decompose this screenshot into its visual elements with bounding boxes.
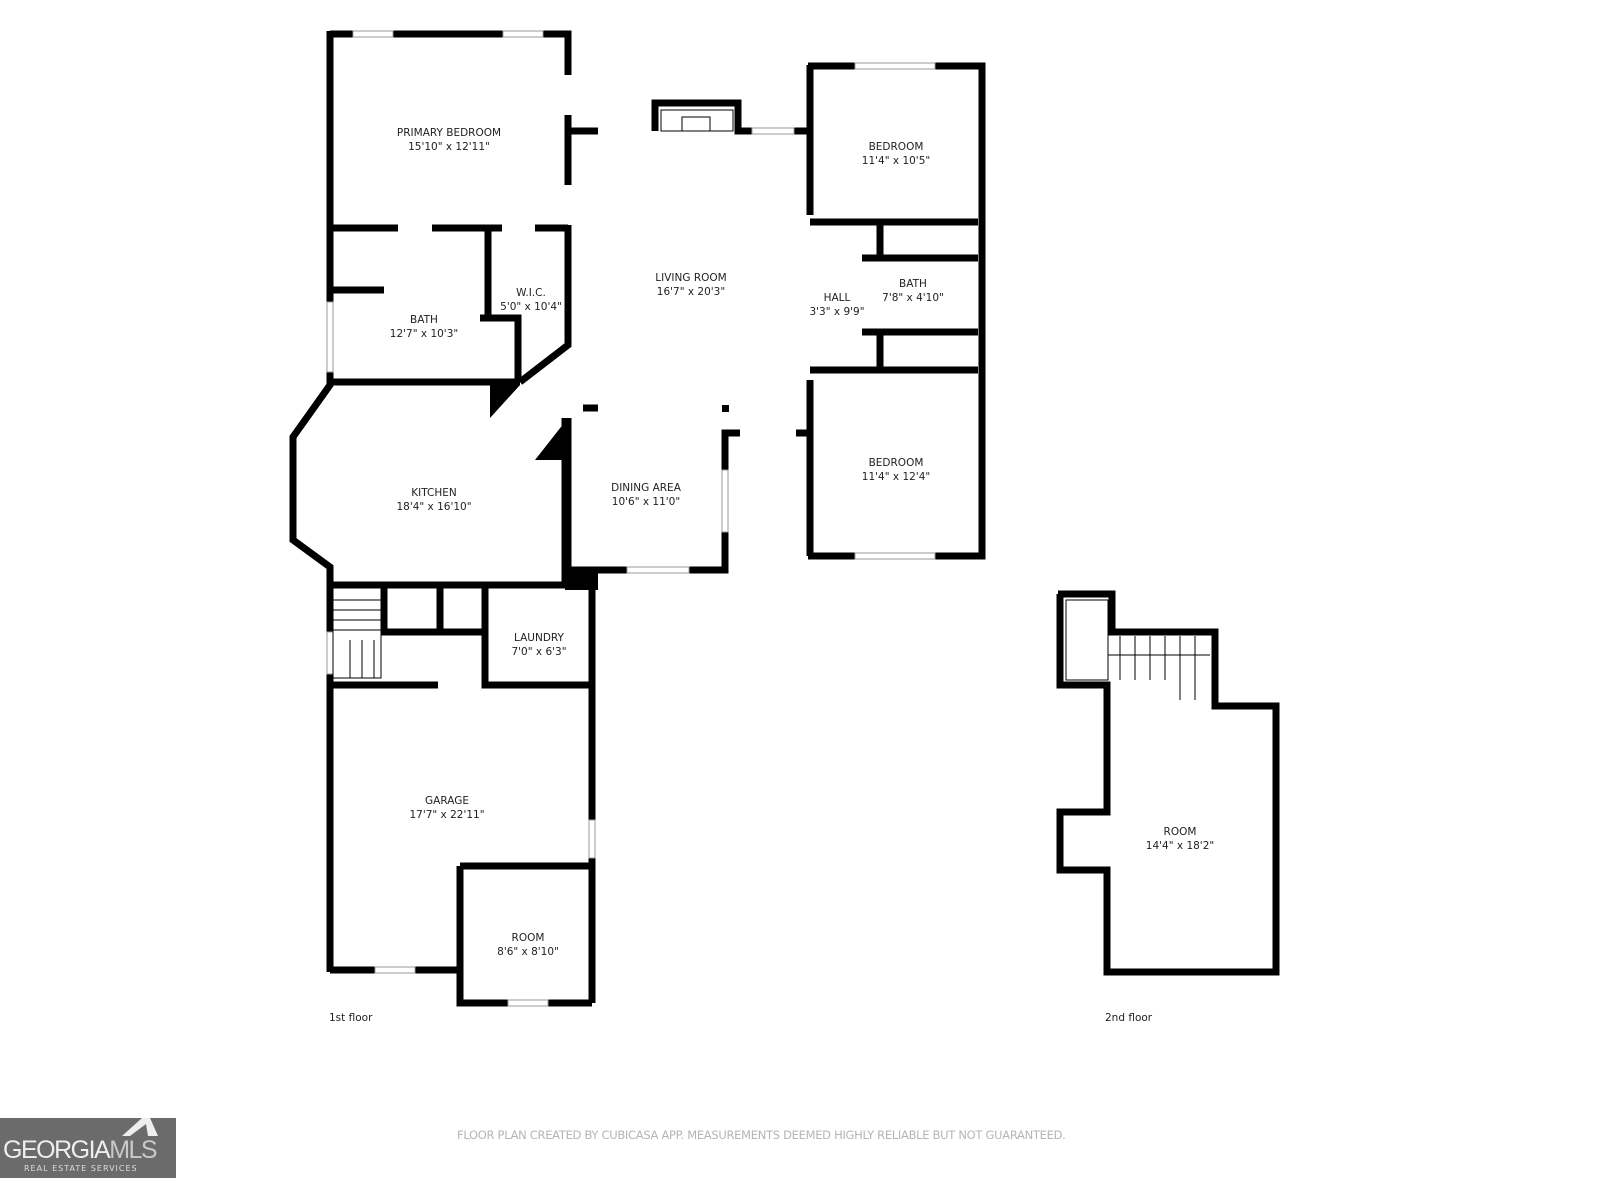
logo-text-mls: MLS bbox=[109, 1136, 157, 1164]
floor-label-second: 2nd floor bbox=[1105, 1012, 1153, 1024]
room-name: PRIMARY BEDROOM bbox=[396, 127, 502, 139]
room-primary-bath: BATH 12'7" x 10'3" bbox=[390, 313, 458, 341]
west-wall bbox=[289, 31, 334, 972]
windows bbox=[326, 30, 1064, 1007]
room-size: 18'4" x 16'10" bbox=[396, 501, 472, 513]
roof-icon bbox=[122, 1118, 158, 1136]
room-name: BEDROOM bbox=[868, 457, 924, 469]
room-name: DINING AREA bbox=[611, 482, 681, 494]
walls-second-floor bbox=[1056, 590, 1280, 976]
room-name: KITCHEN bbox=[411, 487, 457, 499]
room-name: GARAGE bbox=[425, 795, 469, 807]
room-size: 11'4" x 10'5" bbox=[861, 155, 931, 167]
room-bedroom-1: BEDROOM 11'4" x 10'5" bbox=[862, 140, 930, 168]
room-hall: HALL 3'3" x 9'9" bbox=[809, 291, 864, 319]
room-size: 7'8" x 4'10" bbox=[882, 292, 944, 304]
room-room-2: ROOM 14'4" x 18'2" bbox=[1146, 825, 1214, 853]
room-kitchen: KITCHEN 18'4" x 16'10" bbox=[396, 486, 471, 514]
room-name: LAUNDRY bbox=[514, 632, 564, 644]
logo-subtitle: REAL ESTATE SERVICES bbox=[24, 1164, 138, 1173]
room-size: 16'7" x 20'3" bbox=[656, 286, 726, 298]
room-name: BATH bbox=[410, 314, 438, 326]
room-size: 11'4" x 12'4" bbox=[861, 471, 931, 483]
room-laundry: LAUNDRY 7'0" x 6'3" bbox=[511, 631, 566, 659]
north-wall bbox=[330, 30, 572, 75]
room-name: HALL bbox=[823, 292, 851, 304]
georgia-mls-logo: GEORGIAMLS REAL ESTATE SERVICES bbox=[0, 1118, 176, 1178]
stairs-first-floor bbox=[332, 599, 382, 679]
walls-first-floor bbox=[289, 30, 986, 1007]
room-size: 7'0" x 6'3" bbox=[511, 646, 567, 658]
room-name: W.I.C. bbox=[516, 287, 546, 299]
room-size: 10'6" x 11'0" bbox=[611, 496, 681, 508]
room-size: 3'3" x 9'9" bbox=[809, 306, 865, 318]
wall-fills bbox=[490, 385, 729, 590]
fireplace-hatch bbox=[660, 109, 734, 132]
logo-text-georgia: GEORGIA bbox=[3, 1136, 111, 1164]
room-size: 8'6" x 8'10" bbox=[497, 946, 559, 958]
room-size: 15'10" x 12'11" bbox=[408, 141, 490, 153]
room-name: LIVING ROOM bbox=[655, 272, 727, 284]
room-primary-bedroom: PRIMARY BEDROOM 15'10" x 12'11" bbox=[397, 126, 501, 154]
floor-label-first: 1st floor bbox=[329, 1012, 373, 1024]
room-bedroom-2: BEDROOM 11'4" x 12'4" bbox=[862, 456, 930, 484]
room-name: BATH bbox=[899, 278, 927, 290]
room-size: 5'0" x 10'4" bbox=[500, 301, 562, 313]
room-name: ROOM bbox=[1163, 826, 1197, 838]
disclaimer: FLOOR PLAN CREATED BY CUBICASA APP. MEAS… bbox=[457, 1128, 1066, 1142]
room-room-1: ROOM 8'6" x 8'10" bbox=[497, 931, 559, 959]
room-garage: GARAGE 17'7" x 22'11" bbox=[409, 794, 484, 822]
room-name: ROOM bbox=[511, 932, 545, 944]
room-wic: W.I.C. 5'0" x 10'4" bbox=[500, 286, 562, 314]
room-living-room: LIVING ROOM 16'7" x 20'3" bbox=[655, 271, 726, 299]
room-dining-area: DINING AREA 10'6" x 11'0" bbox=[611, 481, 681, 509]
room-bath-2: BATH 7'8" x 4'10" bbox=[882, 277, 944, 305]
room-name: BEDROOM bbox=[868, 141, 924, 153]
room-size: 14'4" x 18'2" bbox=[1145, 840, 1215, 852]
room-size: 17'7" x 22'11" bbox=[409, 809, 485, 821]
room-size: 12'7" x 10'3" bbox=[389, 328, 459, 340]
stairs-second-floor bbox=[1065, 599, 1210, 700]
